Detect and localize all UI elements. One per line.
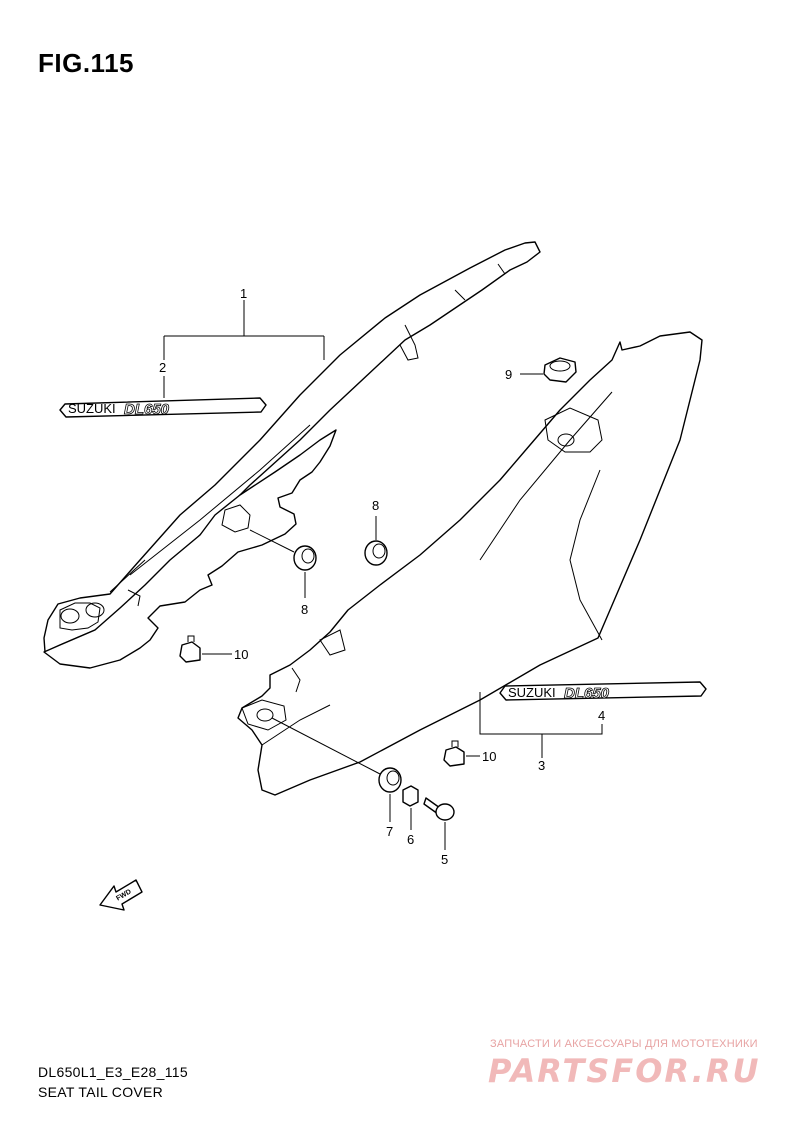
callout-6: 6	[407, 832, 414, 847]
bracket-1-2	[163, 300, 325, 360]
grommet-left[interactable]	[293, 545, 317, 571]
model-code: DL650L1_E3_E28_115	[38, 1064, 188, 1080]
callout-1: 1	[240, 286, 247, 301]
decal-right[interactable]: SUZUKI DL650	[499, 681, 707, 702]
right-tail-cover[interactable]	[237, 331, 703, 796]
decal-left-brand: SUZUKI	[68, 401, 116, 416]
callout-8-left: 8	[301, 602, 308, 617]
grommet-center[interactable]	[364, 540, 388, 566]
callout-10-left: 10	[234, 647, 248, 662]
watermark-tagline: ЗАПЧАСТИ И АКСЕССУАРЫ ДЛЯ МОТОТЕХНИКИ	[490, 1038, 758, 1050]
figure-caption: SEAT TAIL COVER	[38, 1084, 164, 1100]
callout-9: 9	[505, 367, 512, 382]
decal-right-brand: SUZUKI	[508, 685, 556, 700]
grommet-7[interactable]	[378, 767, 402, 793]
bracket-3-4	[479, 692, 603, 758]
callout-8-center: 8	[372, 498, 379, 513]
callout-5: 5	[441, 852, 448, 867]
figure-title: FIG.115	[38, 48, 134, 78]
decal-right-model: DL650	[564, 685, 610, 702]
left-tail-cover[interactable]	[43, 241, 541, 669]
fwd-arrow-icon: FWD	[99, 879, 143, 911]
watermark-logo: PARTSFOR.RU	[488, 1052, 761, 1090]
clip-left[interactable]	[179, 635, 201, 663]
callout-7: 7	[386, 824, 393, 839]
bolt-5[interactable]	[423, 797, 455, 821]
callout-2: 2	[159, 360, 166, 375]
collar-6[interactable]	[402, 785, 419, 807]
clip-right[interactable]	[443, 740, 465, 767]
callout-3: 3	[538, 758, 545, 773]
decal-left-model: DL650	[124, 401, 170, 418]
grommet-9[interactable]	[543, 357, 577, 383]
callout-4: 4	[598, 708, 605, 723]
decal-left[interactable]: SUZUKI DL650	[59, 397, 267, 418]
callout-10-right: 10	[482, 749, 496, 764]
